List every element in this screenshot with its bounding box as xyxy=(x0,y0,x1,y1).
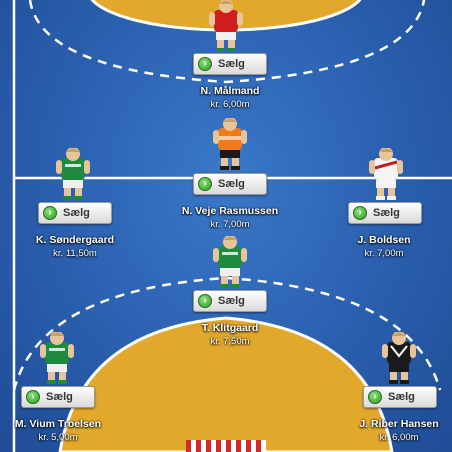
player-name: K. Søndergaard xyxy=(35,234,115,246)
player-price: kr. 6,00m xyxy=(379,432,419,443)
arrow-right-icon: › xyxy=(26,390,40,404)
player-price: kr. 6,00m xyxy=(210,99,250,110)
sell-button[interactable]: › Sælg xyxy=(193,173,267,195)
player-figure-pivot[interactable] xyxy=(210,236,250,288)
player-name: J. Riber Hansen xyxy=(359,418,439,430)
player-name: T. Klitgaard xyxy=(201,322,259,334)
arrow-right-icon: › xyxy=(368,390,382,404)
player-price: kr. 7,00m xyxy=(364,248,404,259)
arrow-right-icon: › xyxy=(198,57,212,71)
player-name: N. Målmand xyxy=(200,85,260,97)
player-figure-left-wing[interactable] xyxy=(37,332,77,384)
player-price: kr. 11,50m xyxy=(53,248,97,259)
player-price: kr. 5,00m xyxy=(38,432,78,443)
player-figure-center-back[interactable] xyxy=(210,118,250,170)
arrow-right-icon: › xyxy=(198,177,212,191)
sell-button[interactable]: › Sælg xyxy=(348,202,422,224)
player-name: M. Vium Troelsen xyxy=(14,418,102,430)
player-figure-right-back[interactable] xyxy=(366,148,406,200)
sell-button[interactable]: › Sælg xyxy=(21,386,95,408)
arrow-right-icon: › xyxy=(353,206,367,220)
sell-button[interactable]: › Sælg xyxy=(193,53,267,75)
player-price: kr. 7,50m xyxy=(210,336,250,347)
player-figure-right-wing[interactable] xyxy=(379,332,419,384)
player-name: J. Boldsen xyxy=(357,234,411,246)
player-figure-left-back[interactable] xyxy=(53,148,93,200)
sell-button[interactable]: › Sælg xyxy=(363,386,437,408)
arrow-right-icon: › xyxy=(198,294,212,308)
player-figure-goalkeeper[interactable] xyxy=(206,0,246,52)
top-free-throw-line xyxy=(28,0,426,84)
player-price: kr. 7,00m xyxy=(210,219,250,230)
goal-net xyxy=(186,440,266,452)
sell-button[interactable]: › Sælg xyxy=(193,290,267,312)
player-name: N. Veje Rasmussen xyxy=(181,205,279,217)
arrow-right-icon: › xyxy=(43,206,57,220)
sell-button[interactable]: › Sælg xyxy=(38,202,112,224)
